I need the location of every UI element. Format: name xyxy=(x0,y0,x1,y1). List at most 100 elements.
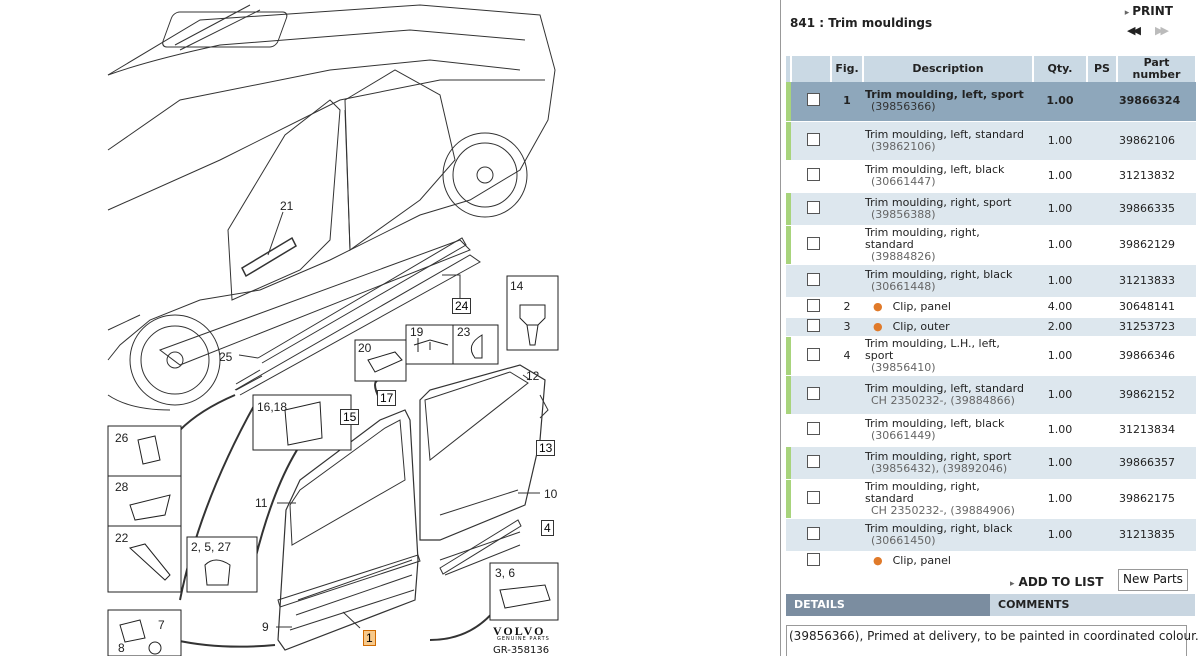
callout-23[interactable]: 23 xyxy=(457,325,471,339)
list-select[interactable]: New Parts xyxy=(1118,569,1188,591)
row-description: Trim moulding, left, sport(39856366) xyxy=(863,82,1033,122)
col-description[interactable]: Description xyxy=(863,56,1034,82)
table-row[interactable]: ●Clip, panel xyxy=(786,551,1196,572)
col-checkbox xyxy=(791,56,832,82)
callout-4[interactable]: 4 xyxy=(541,520,554,536)
callout-22[interactable]: 22 xyxy=(115,531,129,545)
row-fig xyxy=(831,414,863,447)
print-link[interactable]: ▸PRINT xyxy=(1125,4,1173,18)
bullet-icon: ● xyxy=(873,319,883,333)
row-checkbox[interactable] xyxy=(807,93,820,107)
row-qty: 4.00 xyxy=(1033,297,1087,318)
callout-25[interactable]: 25 xyxy=(219,350,233,364)
row-desc-text: Trim moulding, right, standard xyxy=(865,225,980,251)
callout-21[interactable]: 21 xyxy=(280,199,294,213)
row-sub-text: (30661449) xyxy=(871,429,936,442)
row-checkbox[interactable] xyxy=(807,132,820,146)
row-checkbox[interactable] xyxy=(807,454,820,468)
table-row[interactable]: Trim moulding, right, sport(39856388) 1.… xyxy=(786,192,1196,226)
callout-7[interactable]: 7 xyxy=(158,618,165,632)
table-row[interactable]: Trim moulding, right, standard(39884826)… xyxy=(786,225,1196,265)
callout-12[interactable]: 12 xyxy=(526,369,540,383)
table-row[interactable]: 2 ●Clip, panel 4.00 30648141 xyxy=(786,297,1196,318)
row-checkbox[interactable] xyxy=(807,422,820,435)
callout-8[interactable]: 8 xyxy=(118,641,125,655)
row-desc-text: Trim moulding, left, standard xyxy=(865,127,1024,141)
row-part-number: 39862175 xyxy=(1117,479,1196,519)
callout-24[interactable]: 24 xyxy=(452,298,472,314)
row-fig: 1 xyxy=(831,82,863,122)
row-description: Trim moulding, right, standard(39884826) xyxy=(863,225,1033,265)
table-row[interactable]: 3 ●Clip, outer 2.00 31253723 xyxy=(786,317,1196,337)
row-part-number: 31253723 xyxy=(1117,317,1196,337)
previous-page-icon[interactable]: ◀◀ xyxy=(1127,24,1141,37)
parts-diagram[interactable]: 21 24 14 20 19 23 25 12 17 16,18 15 13 2… xyxy=(0,0,780,656)
callout-19[interactable]: 19 xyxy=(410,325,424,339)
row-qty: 1.00 xyxy=(1033,336,1087,376)
details-content: (39856366), Primed at delivery, to be pa… xyxy=(786,625,1199,656)
row-part-number: 31213835 xyxy=(1117,518,1196,552)
table-row[interactable]: Trim moulding, right, sport(39856432), (… xyxy=(786,446,1196,480)
callout-17[interactable]: 17 xyxy=(377,390,397,406)
row-checkbox[interactable] xyxy=(807,200,820,214)
callout-10[interactable]: 10 xyxy=(544,487,558,501)
table-row[interactable]: 4 Trim moulding, L.H., left, sport(39856… xyxy=(786,336,1196,376)
row-checkbox[interactable] xyxy=(807,168,820,181)
table-row[interactable]: Trim moulding, right, black(30661450) 1.… xyxy=(786,518,1196,552)
tab-comments[interactable]: COMMENTS xyxy=(990,594,1195,616)
col-fig[interactable]: Fig. xyxy=(831,56,864,82)
row-fig xyxy=(831,160,863,193)
table-row[interactable]: Trim moulding, left, black(30661449) 1.0… xyxy=(786,414,1196,447)
callout-13[interactable]: 13 xyxy=(536,440,556,456)
table-header: Fig. Description Qty. PS Part number xyxy=(786,56,1197,82)
row-part-number: 30648141 xyxy=(1117,297,1196,318)
callout-20[interactable]: 20 xyxy=(358,341,372,355)
row-desc-text: Trim moulding, left, black xyxy=(865,163,1005,176)
row-checkbox[interactable] xyxy=(807,272,820,286)
tab-details[interactable]: DETAILS xyxy=(786,594,994,616)
add-to-list-button[interactable]: ▸ADD TO LIST xyxy=(1010,575,1103,589)
row-checkbox[interactable] xyxy=(807,490,820,504)
row-part-number: 39862106 xyxy=(1117,121,1196,161)
col-ps[interactable]: PS xyxy=(1087,56,1118,82)
row-description: Trim moulding, right, sport(39856388) xyxy=(863,192,1033,226)
row-description: Trim moulding, left, standard(39862106) xyxy=(863,121,1033,161)
col-qty[interactable]: Qty. xyxy=(1033,56,1088,82)
row-checkbox[interactable] xyxy=(807,236,820,250)
row-checkbox[interactable] xyxy=(807,386,820,400)
row-sub-text: (30661448) xyxy=(871,279,936,293)
callout-2-5-27[interactable]: 2, 5, 27 xyxy=(191,540,232,554)
row-qty: 1.00 xyxy=(1033,375,1087,415)
row-part-number: 39862129 xyxy=(1117,225,1196,265)
row-checkbox[interactable] xyxy=(807,347,820,361)
row-qty: 1.00 xyxy=(1033,82,1087,122)
row-checkbox[interactable] xyxy=(807,299,820,312)
row-part-number: 39866357 xyxy=(1117,446,1196,480)
callout-28[interactable]: 28 xyxy=(115,480,129,494)
row-desc-text: Clip, panel xyxy=(892,554,951,567)
parts-table-container[interactable]: Fig. Description Qty. PS Part number 1 T… xyxy=(786,56,1197,572)
genuine-parts-label: GENUINE PARTS xyxy=(497,636,550,642)
row-checkbox[interactable] xyxy=(807,526,820,540)
callout-15[interactable]: 15 xyxy=(340,409,360,425)
table-row[interactable]: Trim moulding, right, black(30661448) 1.… xyxy=(786,264,1196,298)
table-row[interactable]: 1 Trim moulding, left, sport(39856366) 1… xyxy=(786,82,1196,122)
callout-11[interactable]: 11 xyxy=(255,496,268,510)
callout-9[interactable]: 9 xyxy=(262,620,269,634)
callout-14[interactable]: 14 xyxy=(510,279,524,293)
callout-3-6[interactable]: 3, 6 xyxy=(495,566,516,580)
callout-1-highlighted[interactable]: 1 xyxy=(363,630,376,646)
table-row[interactable]: Trim moulding, left, black(30661447) 1.0… xyxy=(786,160,1196,193)
row-checkbox[interactable] xyxy=(807,318,820,332)
table-row[interactable]: Trim moulding, left, standard(39862106) … xyxy=(786,121,1196,161)
row-checkbox[interactable] xyxy=(807,553,820,566)
col-part-number[interactable]: Part number xyxy=(1117,56,1197,82)
callout-16-18[interactable]: 16,18 xyxy=(257,400,288,414)
callout-26[interactable]: 26 xyxy=(115,431,129,445)
row-qty: 1.00 xyxy=(1033,192,1087,226)
row-part-number: 39862152 xyxy=(1117,375,1196,415)
